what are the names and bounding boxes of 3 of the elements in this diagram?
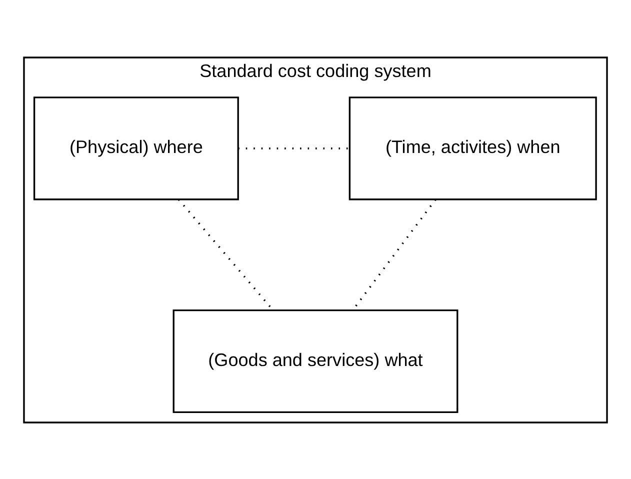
node-box: (Physical) where (33, 96, 239, 200)
node-box: (Goods and services) what (172, 308, 458, 413)
node-box: (Time, activites) when (348, 96, 597, 200)
